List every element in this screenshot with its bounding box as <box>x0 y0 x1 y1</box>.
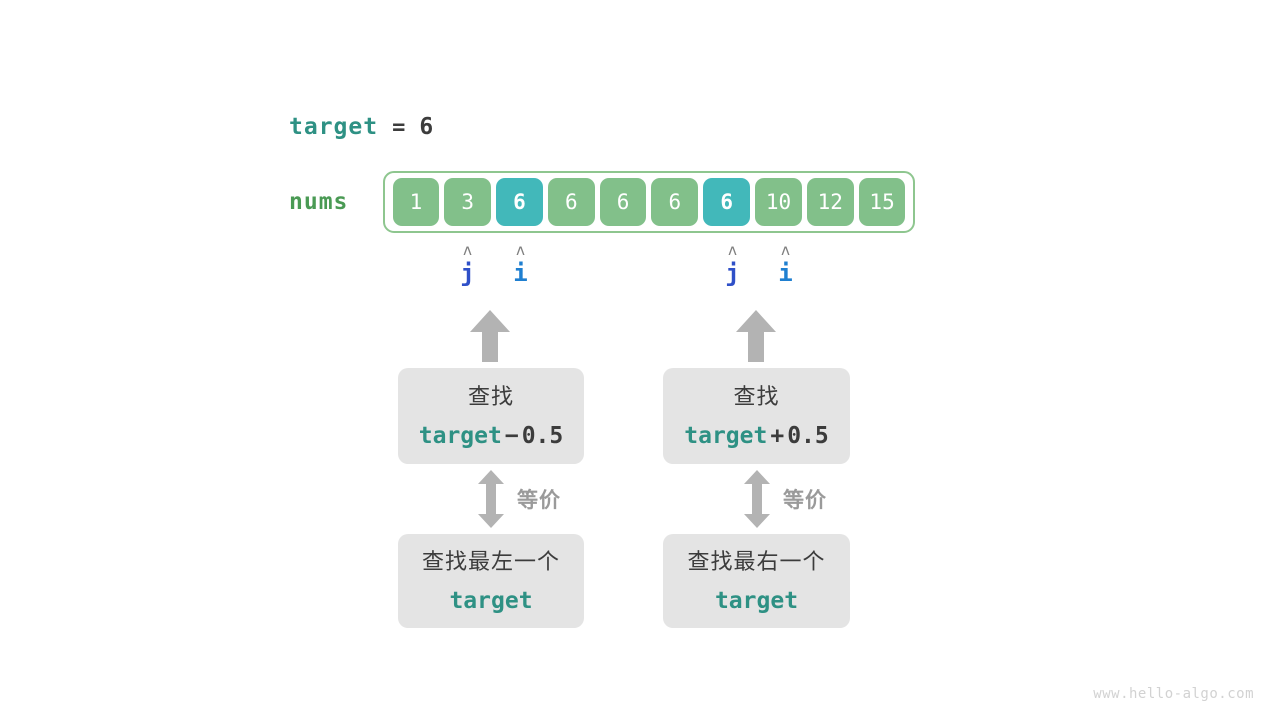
lower-box-left-target-token: target <box>449 587 533 614</box>
equivalence-left: 等价 <box>477 470 561 528</box>
expression-operand: 0.5 <box>521 422 564 449</box>
expression-target-token: target <box>684 422 768 449</box>
array-cell: 6 <box>599 178 647 226</box>
equals-sign: = <box>392 114 406 140</box>
lower-box-left: 查找最左一个 target <box>398 534 584 628</box>
upper-box-left-expression: target−0.5 <box>419 422 564 450</box>
array-cell: 15 <box>858 178 906 226</box>
pointer-caret-icon: ʌ <box>727 241 738 259</box>
lower-box-right-title: 查找最右一个 <box>687 549 826 575</box>
double-arrow-icon <box>743 470 771 528</box>
array-cell: 12 <box>806 178 854 226</box>
pointer-caret-icon: ʌ <box>462 241 473 259</box>
up-arrow-left <box>469 310 511 362</box>
equivalence-label-right: 等价 <box>783 488 827 512</box>
expression-operator: + <box>770 422 785 449</box>
pointer-label: j <box>725 259 740 287</box>
upper-box-right-expression: target+0.5 <box>684 422 829 450</box>
array-cell: 6 <box>703 178 751 226</box>
array-cell: 3 <box>444 178 492 226</box>
up-arrow-right <box>735 310 777 362</box>
lower-box-right-target: target <box>715 587 798 615</box>
pointer-caret-icon: ʌ <box>780 241 791 259</box>
lower-box-right: 查找最右一个 target <box>663 534 850 628</box>
watermark: www.hello-algo.com <box>1093 686 1254 702</box>
lower-box-left-title: 查找最左一个 <box>421 549 560 575</box>
lower-box-right-target-token: target <box>714 587 799 614</box>
array-cell: 10 <box>755 178 802 226</box>
pointer-label: i <box>778 259 793 287</box>
upper-box-right-title: 查找 <box>733 384 780 410</box>
pointer-label: i <box>513 259 528 287</box>
target-declaration: target = 6 <box>289 110 433 144</box>
upper-box-left: 查找 target−0.5 <box>398 368 584 464</box>
target-variable-name: target <box>289 114 379 140</box>
equivalence-label-left: 等价 <box>517 488 561 512</box>
array-cell: 6 <box>547 178 595 226</box>
target-value: 6 <box>419 114 434 140</box>
upper-box-left-title: 查找 <box>467 384 514 410</box>
pointer-caret-icon: ʌ <box>515 241 526 259</box>
upper-box-right: 查找 target+0.5 <box>663 368 850 464</box>
pointer-label: j <box>460 259 475 287</box>
double-arrow-icon <box>477 470 505 528</box>
array-cell: 6 <box>496 178 543 226</box>
array-cell: 1 <box>392 178 440 226</box>
equivalence-right: 等价 <box>743 470 827 528</box>
array-cell: 6 <box>651 178 699 226</box>
lower-box-left-target: target <box>449 587 532 615</box>
expression-target-token: target <box>418 422 502 449</box>
array-label: nums <box>289 189 349 215</box>
expression-operand: 0.5 <box>787 422 829 449</box>
expression-operator: − <box>504 422 519 449</box>
